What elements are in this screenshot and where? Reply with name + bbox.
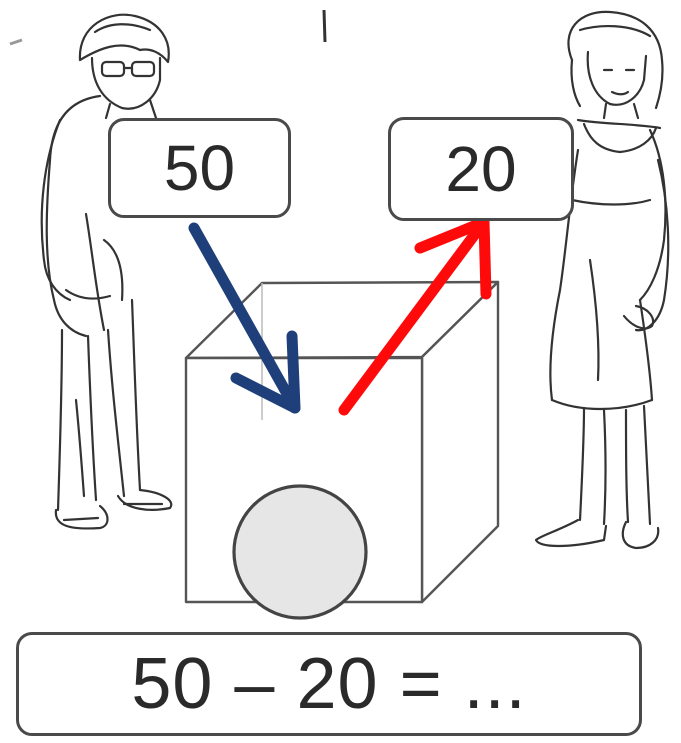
girl-figure [536,12,668,548]
equation-text: 50 – 20 = ... [131,643,526,725]
left-value-box: 50 [108,118,291,218]
corner-mark [10,40,22,44]
left-value-text: 50 [164,131,235,205]
boy-figure [42,15,172,529]
right-value-box: 20 [388,117,574,221]
ball-circle [234,486,366,618]
top-tick-mark [324,10,325,42]
right-value-text: 20 [445,132,516,206]
equation-box: 50 – 20 = ... [16,632,642,736]
